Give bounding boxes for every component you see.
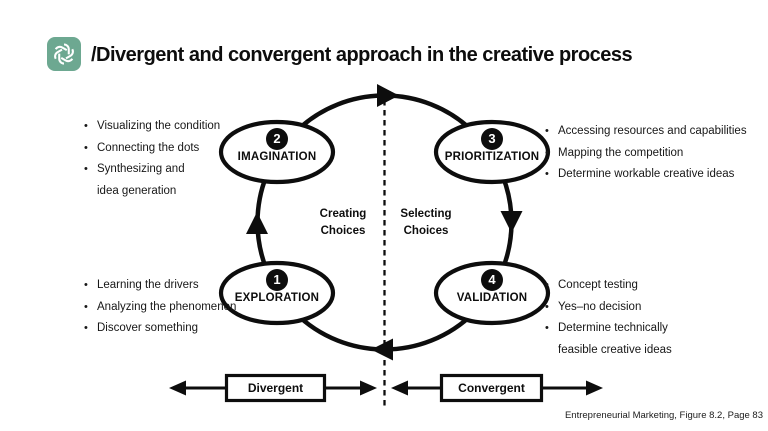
note-item: Analyzing the phenomenon xyxy=(84,297,294,319)
convergent-arrowhead-right-icon xyxy=(586,380,603,396)
note-item: Determine technically feasible creative … xyxy=(545,318,755,361)
note-item: Accessing resources and capabilities xyxy=(545,121,767,143)
node-validation-badge: 4 xyxy=(481,269,503,291)
openai-logo xyxy=(47,37,81,71)
note-item: Synthesizing and idea generation xyxy=(84,159,284,202)
divergent-arrowhead-left-icon xyxy=(169,380,186,396)
page-title: /Divergent and convergent approach in th… xyxy=(91,44,633,66)
notes-imagination: Visualizing the condition Connecting the… xyxy=(84,116,284,202)
notes-prioritization: Accessing resources and capabilities Map… xyxy=(545,121,767,186)
note-item: Determine workable creative ideas xyxy=(545,164,767,186)
convergent-arrowhead-left-icon xyxy=(391,380,408,396)
center-label-creating-choices: Creating Choices xyxy=(319,208,367,237)
divergent-arrowhead-right-icon xyxy=(360,380,377,396)
note-item: Mapping the competition xyxy=(545,143,767,165)
note-item: Learning the drivers xyxy=(84,275,294,297)
divergent-box xyxy=(224,373,327,403)
footer-citation: Entrepreneurial Marketing, Figure 8.2, P… xyxy=(564,410,763,421)
note-item: Discover something xyxy=(84,318,294,340)
node-prioritization-badge: 3 xyxy=(481,128,503,150)
note-item: Yes–no decision xyxy=(545,297,755,319)
arrowhead-right-down-icon xyxy=(500,211,523,233)
arrowhead-bottom-left-icon xyxy=(371,338,393,361)
node-validation-label: VALIDATION xyxy=(456,292,528,304)
openai-logo-icon xyxy=(54,43,74,65)
convergent-box xyxy=(439,373,544,403)
note-item: Visualizing the condition xyxy=(84,116,284,138)
notes-validation: Concept testing Yes–no decision Determin… xyxy=(545,275,755,361)
notes-exploration: Learning the drivers Analyzing the pheno… xyxy=(84,275,294,340)
center-label-selecting-choices: Selecting Choices xyxy=(400,208,452,237)
node-prioritization-label: PRIORITIZATION xyxy=(444,151,540,163)
arrowhead-left-up-icon xyxy=(246,212,268,234)
arrowhead-top-right-icon xyxy=(377,84,399,107)
note-item: Concept testing xyxy=(545,275,755,297)
convergent-label: Convergent xyxy=(458,381,525,395)
divergent-label: Divergent xyxy=(247,381,304,395)
note-item: Connecting the dots xyxy=(84,138,284,160)
